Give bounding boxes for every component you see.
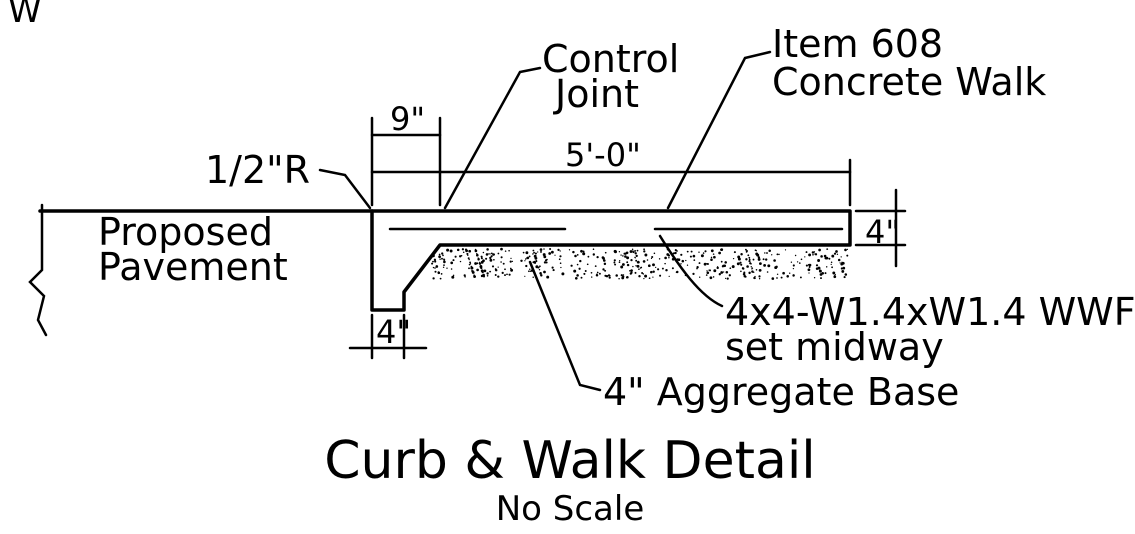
label-concrete-walk: Concrete Walk [772,60,1046,104]
dim-4in-toe-label: 4" [376,313,411,351]
curb-walk-outline [370,209,852,312]
leader-radius [318,168,372,210]
detail-title: Curb & Walk Detail [324,431,816,491]
leader-aggregate [528,260,602,392]
leader-wwf [658,234,724,308]
label-item-608: Item 608 [772,22,943,66]
label-radius: 1/2"R [205,148,310,192]
label-wwf: 4x4-W1.4xW1.4 WWF [725,290,1135,334]
label-joint: Joint [553,72,639,116]
corner-mark: W [8,0,42,31]
detail-subtitle: No Scale [496,489,645,529]
label-proposed: Proposed [98,210,273,254]
label-aggregate-base: 4" Aggregate Base [603,370,959,414]
label-control: Control [542,37,679,81]
dim-5ft-label: 5'-0" [565,136,641,174]
label-pavement: Pavement [98,245,288,289]
leader-concrete-walk [666,50,772,210]
dim-9in-label: 9" [390,100,425,138]
break-line [28,203,48,337]
aggregate-base-stipple [431,247,849,280]
dim-4in-thickness-label: 4" [865,213,900,251]
label-set-midway: set midway [725,325,944,369]
leader-control-joint [443,66,542,210]
